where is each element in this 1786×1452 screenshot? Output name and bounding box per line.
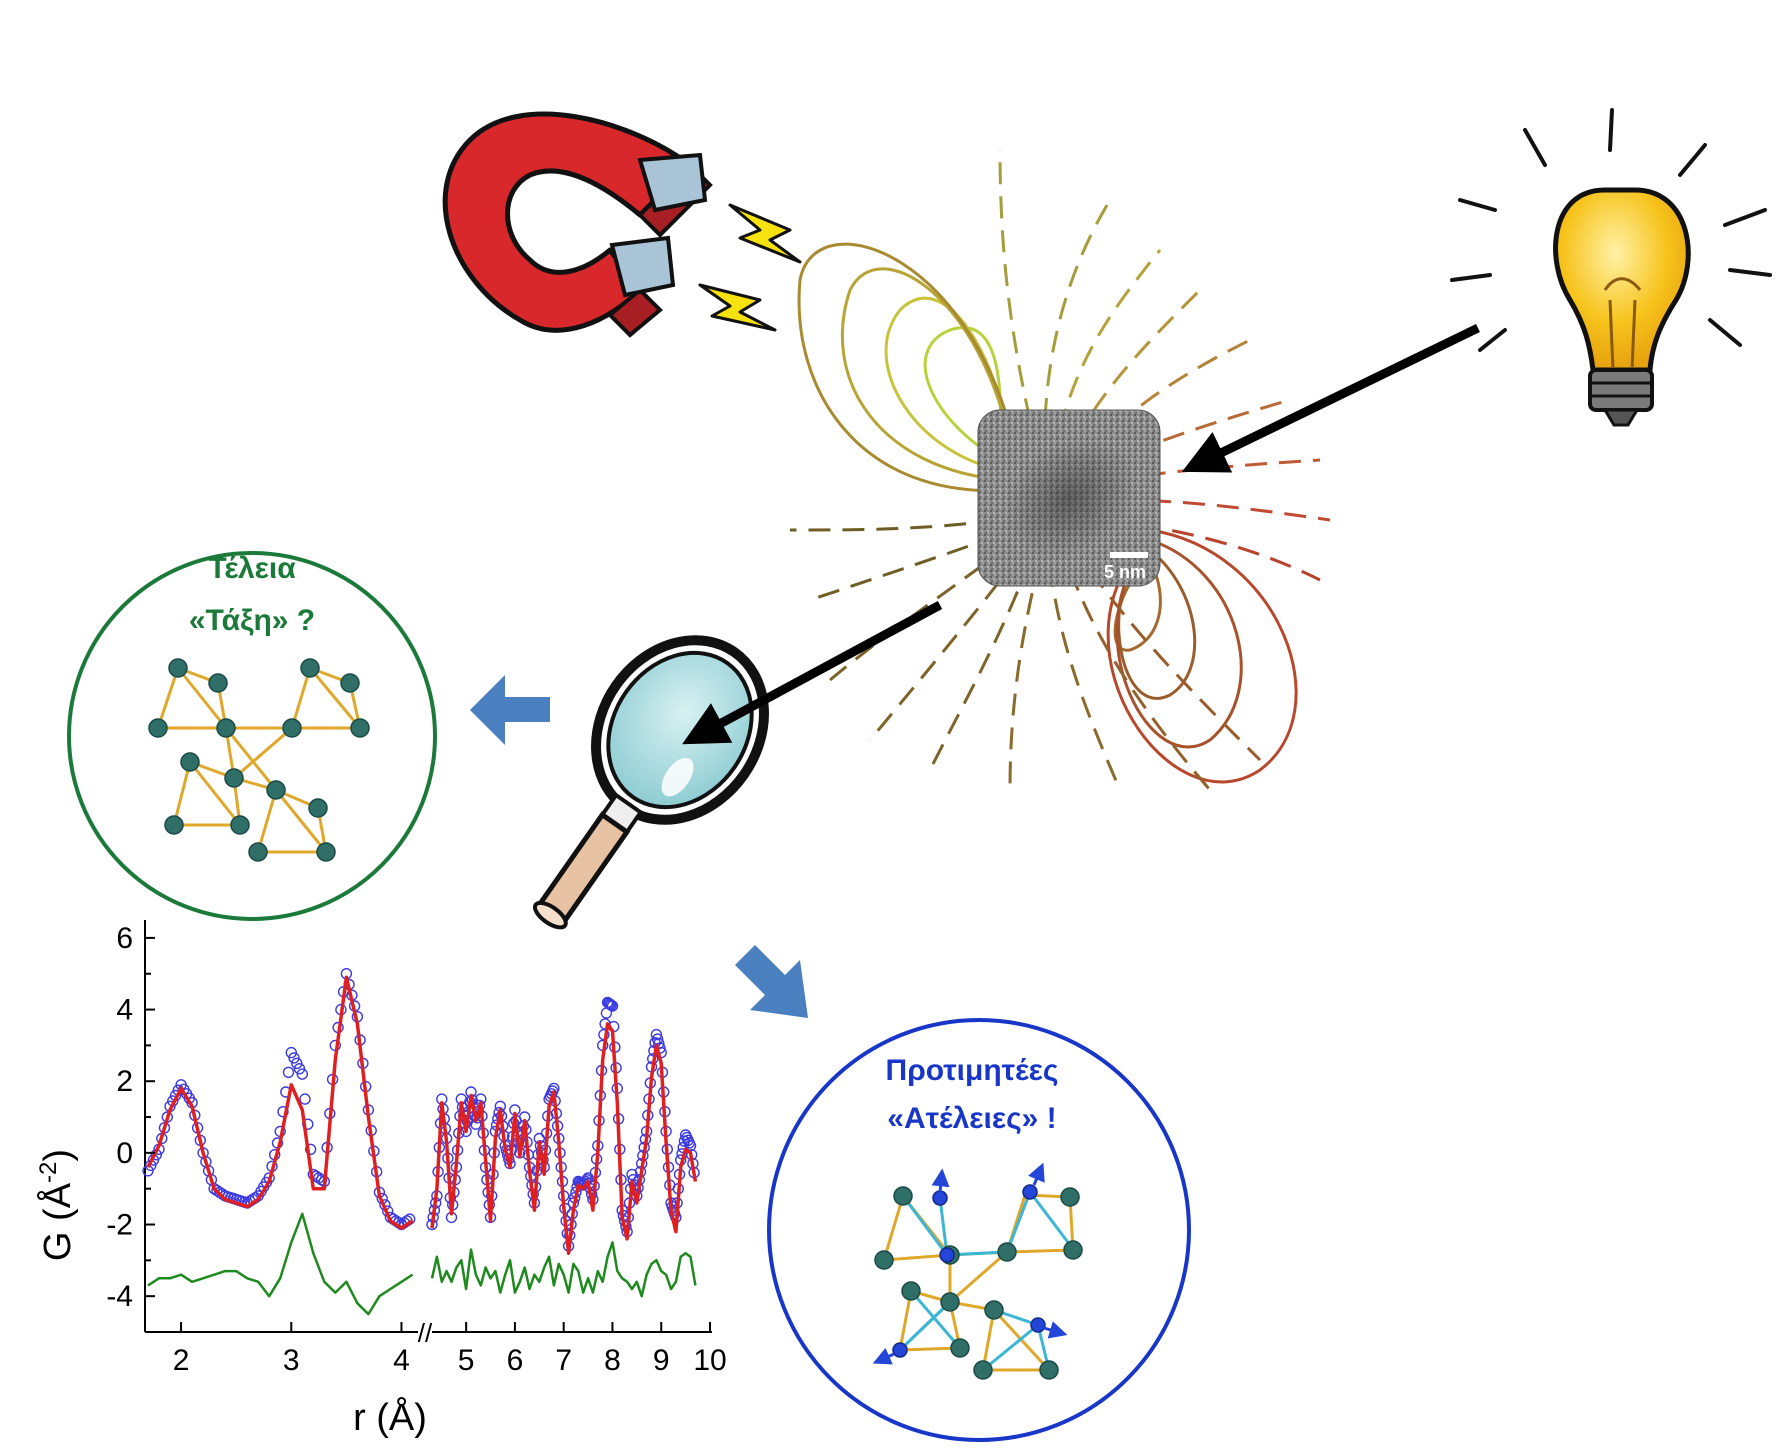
x-tick-label: 10 — [693, 1344, 726, 1377]
inspect-arrow — [682, 601, 943, 745]
ordered-atoms — [148, 658, 370, 862]
y-tick-label: 2 — [116, 1065, 133, 1098]
defects-panel: Προτιμητέες «Ατέλειες» ! — [767, 1018, 1191, 1442]
chart-axes: // — [144, 920, 712, 1348]
nanoparticle-tem-image: 5 nm — [977, 409, 1161, 587]
observed-point — [285, 1046, 297, 1059]
magnet-icon — [442, 111, 713, 338]
observed-point — [606, 1000, 619, 1012]
y-tick-label: -4 — [106, 1280, 133, 1313]
observed-point — [604, 998, 616, 1010]
x-axis-title: r (Å) — [353, 1395, 427, 1439]
lightning-icon — [728, 203, 802, 264]
y-axis-title-main: G (Å — [35, 1182, 79, 1261]
x-tick-label: 8 — [604, 1344, 621, 1377]
magnifier-icon — [532, 635, 769, 930]
calculated-line — [146, 975, 414, 1230]
light-arrow — [1181, 323, 1480, 473]
flow-arrow-icon — [735, 945, 808, 1018]
difference-line — [430, 1241, 697, 1298]
observed-point — [293, 1062, 306, 1075]
y-axis-title-superscript: -2 — [35, 1162, 62, 1183]
calculated-line — [430, 1022, 698, 1255]
defects-title-line2: «Ατέλειες» ! — [887, 1102, 1056, 1135]
x-tick-label: 4 — [393, 1344, 410, 1377]
x-tick-label: 9 — [653, 1344, 670, 1377]
y-tick-label: -2 — [106, 1209, 133, 1242]
order-panel: Τέλεια «Τάξη» ? — [67, 551, 437, 921]
defective-atoms — [872, 1162, 1083, 1380]
y-axis-title: G (Å-2) — [35, 1149, 79, 1261]
observed-point — [296, 1068, 308, 1080]
light-bulb-icon — [1450, 108, 1772, 427]
observed-point — [282, 1066, 295, 1079]
difference-line — [147, 1212, 414, 1316]
order-title-line1: Τέλεια — [208, 552, 296, 585]
lightning-icon — [698, 283, 777, 332]
scale-bar-label: 5 nm — [1104, 562, 1146, 582]
y-tick-label: 0 — [116, 1137, 133, 1170]
y-tick-label: 4 — [116, 994, 133, 1027]
observed-point — [288, 1052, 300, 1064]
observed-point — [277, 1105, 289, 1118]
observed-point — [605, 999, 617, 1011]
chart-series — [142, 968, 700, 1316]
y-axis-title-close: ) — [37, 1149, 79, 1162]
flow-arrow-icon — [470, 675, 550, 745]
axis-break-mark: // — [418, 1318, 433, 1348]
observed-point — [684, 1139, 697, 1152]
y-tick-label: 6 — [116, 922, 133, 955]
x-tick-label: 6 — [507, 1344, 524, 1377]
defects-title-line1: Προτιμητέες — [886, 1054, 1059, 1087]
observed-point — [299, 1093, 311, 1105]
observed-point — [291, 1057, 303, 1070]
magnetic-field-lines — [789, 149, 1331, 791]
x-tick-label: 3 — [283, 1344, 300, 1377]
x-tick-label: 7 — [555, 1344, 572, 1377]
x-tick-label: 2 — [173, 1344, 190, 1377]
order-title-line2: «Τάξη» ? — [189, 604, 315, 637]
x-tick-label: 5 — [458, 1344, 475, 1377]
observed-point — [304, 1143, 317, 1156]
